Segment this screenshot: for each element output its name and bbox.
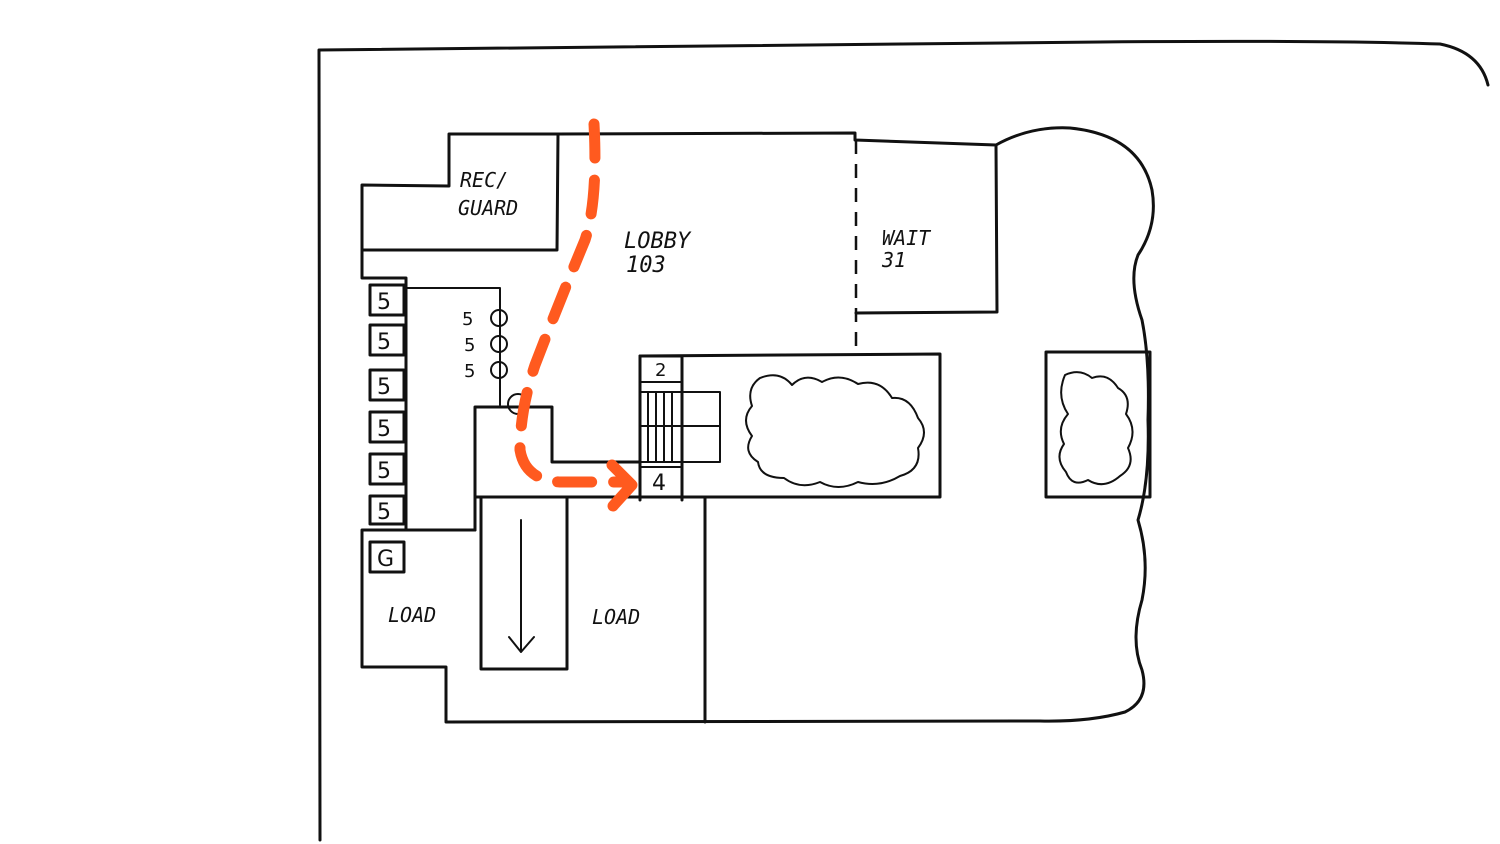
lobby-number: 103 [626, 253, 666, 278]
loading-arrow-head [508, 636, 535, 653]
parking-label: G [377, 547, 394, 572]
parking-box [368, 494, 406, 526]
building-top-wall [556, 131, 999, 315]
column-circle [490, 335, 508, 353]
lobby-label: LOBBY [624, 229, 692, 254]
reception-label: REC/ [460, 168, 508, 192]
parking-label: 5 [462, 309, 473, 330]
left-core-wall [360, 248, 408, 532]
parking-box [368, 540, 406, 574]
building-right-edge [360, 126, 1155, 724]
column-circle [490, 361, 508, 379]
parking-label: 5 [464, 335, 475, 356]
parking-column-mid: 5 5 5 [462, 299, 508, 406]
right-planter-box [1044, 350, 1152, 499]
parking-box [368, 410, 406, 444]
parking-label: 5 [377, 330, 391, 355]
parking-box [368, 283, 406, 317]
corridor-bottom-wall [473, 352, 942, 502]
parking-box [368, 368, 406, 402]
parking-box [368, 323, 406, 357]
site-boundary [317, 39, 1490, 842]
planter-cloud [745, 374, 925, 488]
parking-label: 5 [377, 290, 391, 315]
parking-label: 5 [464, 361, 475, 382]
loading-dock-lane [479, 495, 569, 671]
parking-label: 5 [377, 500, 391, 525]
wait-number: 31 [881, 248, 906, 272]
parking-label: 5 [377, 375, 391, 400]
right-planter-cloud [1058, 371, 1134, 486]
guard-label: GUARD [458, 196, 518, 220]
parking-label: 5 [377, 459, 391, 484]
parking-box [368, 452, 406, 486]
parking-label: 5 [377, 417, 391, 442]
load-label-right: LOAD [592, 605, 640, 629]
corridor-block [473, 405, 642, 532]
corridor-top [405, 287, 501, 301]
parking-column-left: 5 5 5 5 5 5 G [368, 283, 406, 574]
route-path [514, 118, 634, 488]
stair-number-bottom: 4 [652, 471, 666, 496]
wait-label: WAIT [882, 226, 932, 250]
route-arrowhead [606, 459, 638, 512]
stair-number-top: 2 [655, 360, 666, 381]
reception-room [360, 132, 560, 252]
stair-block: 2 4 [638, 354, 721, 502]
column-circle [490, 309, 508, 327]
load-label-left: LOAD [388, 603, 436, 627]
